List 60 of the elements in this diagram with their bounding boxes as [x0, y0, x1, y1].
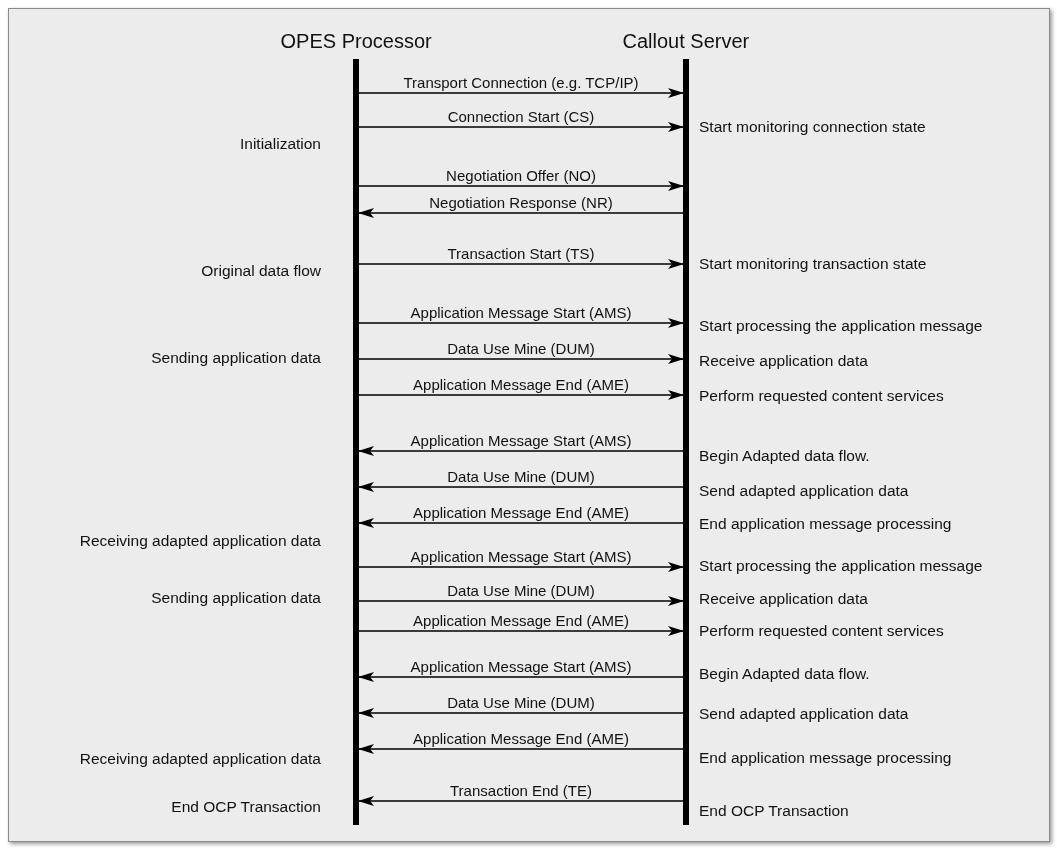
arrow — [358, 482, 684, 492]
edge-label: Application Message End (AME) — [411, 504, 631, 521]
arrow — [358, 626, 684, 636]
server-action-note: Start processing the application message — [699, 557, 983, 575]
server-action-note: Receive application data — [699, 590, 868, 608]
edge-label: Application Message End (AME) — [411, 376, 631, 393]
edge-label: Data Use Mine (DUM) — [445, 582, 597, 599]
server-action-note: Send adapted application data — [699, 482, 909, 500]
phase-note: End OCP Transaction — [171, 798, 321, 816]
arrow — [358, 259, 684, 269]
server-action-note: Start monitoring transaction state — [699, 255, 927, 273]
arrow — [358, 208, 684, 218]
edge-label: Transport Connection (e.g. TCP/IP) — [401, 74, 641, 91]
edge-label: Negotiation Response (NR) — [427, 194, 615, 211]
edge-label: Application Message Start (AMS) — [408, 304, 634, 321]
arrow — [358, 596, 684, 606]
server-action-note: Start monitoring connection state — [699, 118, 926, 136]
edge-label: Application Message End (AME) — [411, 730, 631, 747]
edge-label: Application Message Start (AMS) — [408, 658, 634, 675]
edge-label: Application Message End (AME) — [411, 612, 631, 629]
server-action-note: Send adapted application data — [699, 705, 909, 723]
server-action-note: Begin Adapted data flow. — [699, 665, 870, 683]
server-action-note: End OCP Transaction — [699, 802, 849, 820]
server-action-note: Begin Adapted data flow. — [699, 447, 870, 465]
edge-label: Transaction End (TE) — [448, 782, 594, 799]
edge-label: Application Message Start (AMS) — [408, 548, 634, 565]
arrow — [358, 354, 684, 364]
arrow — [358, 181, 684, 191]
arrow — [358, 122, 684, 132]
arrow — [358, 562, 684, 572]
phase-note: Receiving adapted application data — [79, 532, 321, 550]
arrow — [358, 708, 684, 718]
arrow — [358, 390, 684, 400]
server-action-note: Start processing the application message — [699, 317, 983, 335]
server-action-note: Receive application data — [699, 352, 868, 370]
edge-label: Connection Start (CS) — [445, 108, 597, 125]
lifeline-title: OPES Processor — [280, 29, 432, 53]
lifeline-title: Callout Server — [622, 29, 750, 53]
arrow — [358, 744, 684, 754]
edge-label: Application Message Start (AMS) — [408, 432, 634, 449]
arrow — [358, 518, 684, 528]
edge-label: Data Use Mine (DUM) — [445, 340, 597, 357]
server-action-note: End application message processing — [699, 515, 952, 533]
arrow — [358, 318, 684, 328]
arrow — [358, 796, 684, 806]
edge-label: Negotiation Offer (NO) — [444, 167, 598, 184]
arrow — [358, 446, 684, 456]
server-action-note: Perform requested content services — [699, 387, 944, 405]
arrow — [358, 88, 684, 98]
phase-note: Initialization — [240, 135, 321, 153]
phase-note: Original data flow — [201, 262, 321, 280]
edge-label: Data Use Mine (DUM) — [445, 468, 597, 485]
phase-note: Sending application data — [151, 589, 321, 607]
server-action-note: End application message processing — [699, 749, 952, 767]
server-action-note: Perform requested content services — [699, 622, 944, 640]
edge-label: Data Use Mine (DUM) — [445, 694, 597, 711]
phase-note: Receiving adapted application data — [79, 750, 321, 768]
edge-label: Transaction Start (TS) — [445, 245, 597, 262]
phase-note: Sending application data — [151, 349, 321, 367]
arrow — [358, 672, 684, 682]
